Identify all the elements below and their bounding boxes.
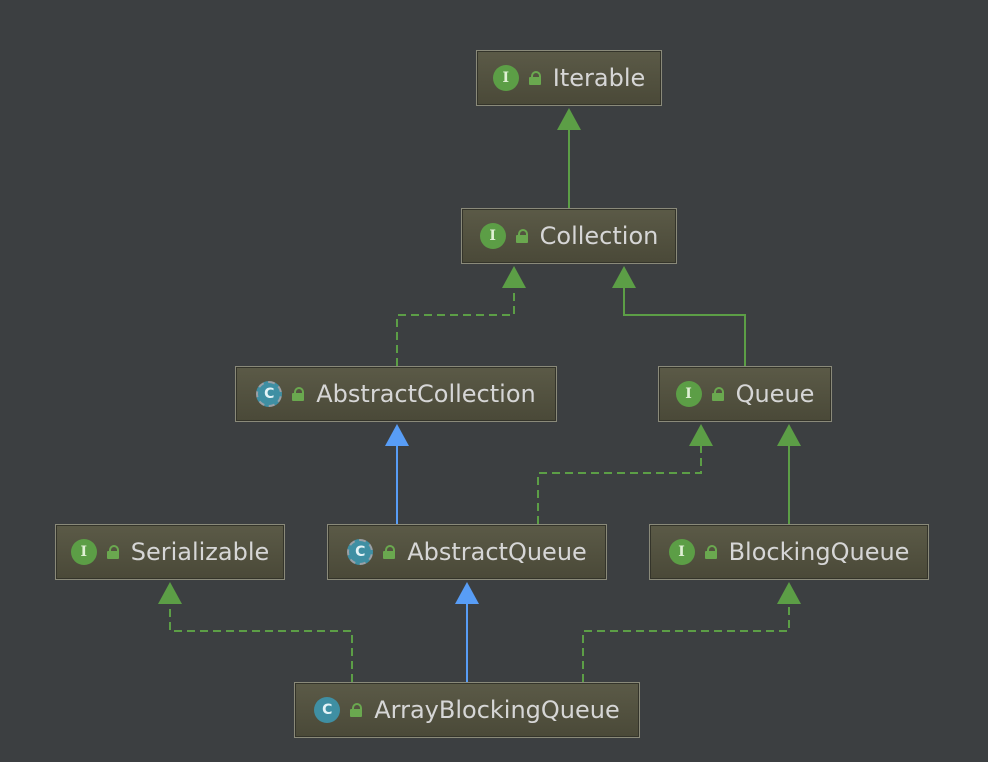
- edge-abstractqueue-implements-queue: [537, 446, 702, 524]
- edge-arrayblockingqueue-implements-blockingqueue: [582, 604, 790, 682]
- node-serializable[interactable]: I Serializable: [55, 524, 285, 580]
- public-lock-icon: [106, 545, 119, 559]
- arrowhead-collection-left: [502, 266, 526, 288]
- interface-icon: I: [675, 381, 702, 407]
- interface-icon: I: [70, 539, 97, 565]
- edge-abstractcollection-implements-collection: [396, 288, 515, 366]
- public-lock-icon: [383, 545, 396, 559]
- node-array-blocking-queue[interactable]: C ArrayBlockingQueue: [294, 682, 640, 738]
- arrowhead-queue-left: [689, 424, 713, 446]
- node-label: AbstractQueue: [407, 538, 587, 566]
- abstract-class-icon: C: [256, 381, 283, 407]
- node-collection[interactable]: I Collection: [461, 208, 677, 264]
- public-lock-icon: [515, 229, 528, 243]
- node-iterable[interactable]: I Iterable: [476, 50, 662, 106]
- arrowhead-queue-right: [777, 424, 801, 446]
- class-icon: C: [314, 697, 341, 723]
- node-label: ArrayBlockingQueue: [374, 696, 620, 724]
- edge-arrayblockingqueue-implements-serializable: [169, 604, 353, 682]
- arrowhead-abstractqueue: [455, 582, 479, 604]
- arrowhead-blockingqueue: [777, 582, 801, 604]
- abstract-class-icon: C: [347, 539, 374, 565]
- node-label: Serializable: [130, 538, 270, 566]
- interface-icon: I: [479, 223, 506, 249]
- node-label: Iterable: [552, 64, 646, 92]
- public-lock-icon: [528, 71, 541, 85]
- arrowhead-serializable: [158, 582, 182, 604]
- public-lock-icon: [292, 387, 305, 401]
- node-abstract-collection[interactable]: C AbstractCollection: [235, 366, 557, 422]
- node-blocking-queue[interactable]: I BlockingQueue: [649, 524, 929, 580]
- arrowhead-collection-right: [612, 266, 636, 288]
- arrowhead-abstractcollection: [385, 424, 409, 446]
- public-lock-icon: [704, 545, 717, 559]
- arrowhead-iterable: [557, 108, 581, 130]
- node-label: Collection: [539, 222, 659, 250]
- node-label: AbstractCollection: [316, 380, 536, 408]
- node-label: BlockingQueue: [728, 538, 910, 566]
- node-abstract-queue[interactable]: C AbstractQueue: [327, 524, 607, 580]
- interface-icon: I: [668, 539, 695, 565]
- node-queue[interactable]: I Queue: [658, 366, 832, 422]
- node-label: Queue: [735, 380, 815, 408]
- public-lock-icon: [711, 387, 724, 401]
- public-lock-icon: [350, 703, 363, 717]
- edge-queue-extends-collection: [623, 288, 746, 366]
- interface-icon: I: [492, 65, 519, 91]
